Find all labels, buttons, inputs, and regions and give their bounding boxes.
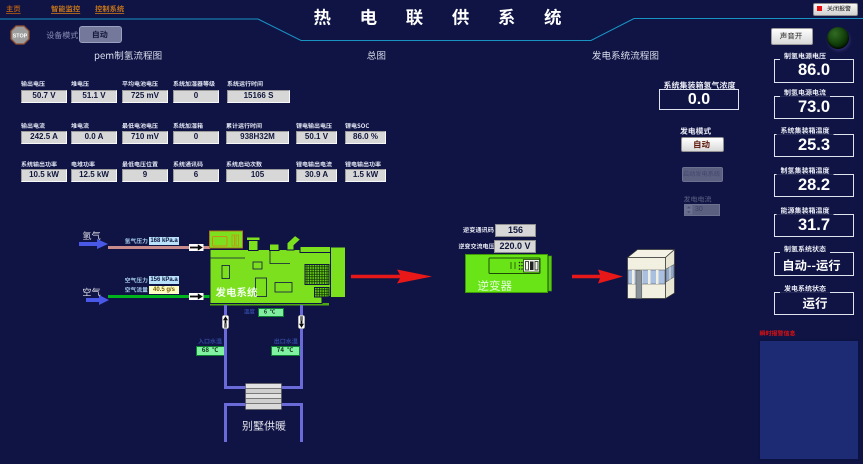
svg-text:STOP: STOP [13,34,28,40]
